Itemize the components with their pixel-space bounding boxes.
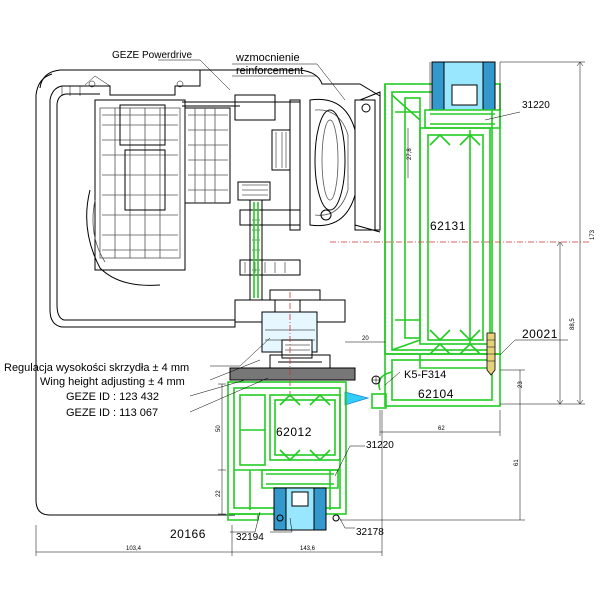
label-geze-id-1: GEZE ID : 123 432: [66, 391, 159, 403]
drive-pulley: [271, 91, 381, 233]
label-wzmocnienie: wzmocnienie: [235, 52, 300, 64]
label-k5: K5-F314: [404, 369, 446, 381]
part-20166: 20166: [170, 527, 206, 541]
label-geze-powerdrive: GEZE Powerdrive: [112, 50, 192, 61]
dim-22: 22: [216, 490, 222, 497]
part-20021: 20021: [522, 327, 558, 341]
dim-23: 23: [518, 381, 524, 388]
part-32178: 32178: [356, 527, 384, 538]
part-31220-bottom: 31220: [366, 440, 394, 451]
part-62104: 62104: [418, 387, 454, 401]
dim-61: 61: [514, 459, 520, 466]
fixing-screw: [486, 332, 496, 376]
profile-62131: [384, 83, 501, 355]
leader-lines: [158, 59, 568, 533]
profile-62104: [371, 342, 501, 409]
part-31220-top: 31220: [522, 100, 550, 111]
top-glass-unit: [424, 61, 501, 129]
dim-103-4: 103,4: [126, 546, 142, 552]
dim-143-6: 143,6: [300, 546, 316, 552]
dimension-lines: [35, 61, 585, 556]
k5-arrow: [344, 375, 381, 406]
label-regulacja: Regulacja wysokości skrzydła ± 4 mm: [4, 362, 189, 374]
part-62012: 62012: [276, 425, 312, 439]
bottom-glass-unit: [261, 469, 340, 531]
label-reinforcement: reinforcement: [236, 65, 303, 77]
part-32194: 32194: [236, 532, 264, 543]
powerdrive-housing: [35, 69, 381, 516]
dim-27-8: 27,8: [407, 148, 413, 160]
part-62131: 62131: [430, 219, 466, 233]
dim-62: 62: [438, 426, 445, 432]
dim-50: 50: [216, 425, 222, 432]
dim-173: 173: [590, 229, 596, 240]
dim-88-5: 88,5: [570, 318, 576, 330]
label-geze-id-2: GEZE ID : 113 067: [66, 407, 158, 419]
label-wing-height: Wing height adjusting ± 4 mm: [40, 376, 185, 388]
dim-20: 20: [362, 336, 369, 342]
height-adjuster: [229, 200, 356, 400]
motor-unit: [86, 94, 301, 286]
profile-62012: [227, 381, 347, 515]
